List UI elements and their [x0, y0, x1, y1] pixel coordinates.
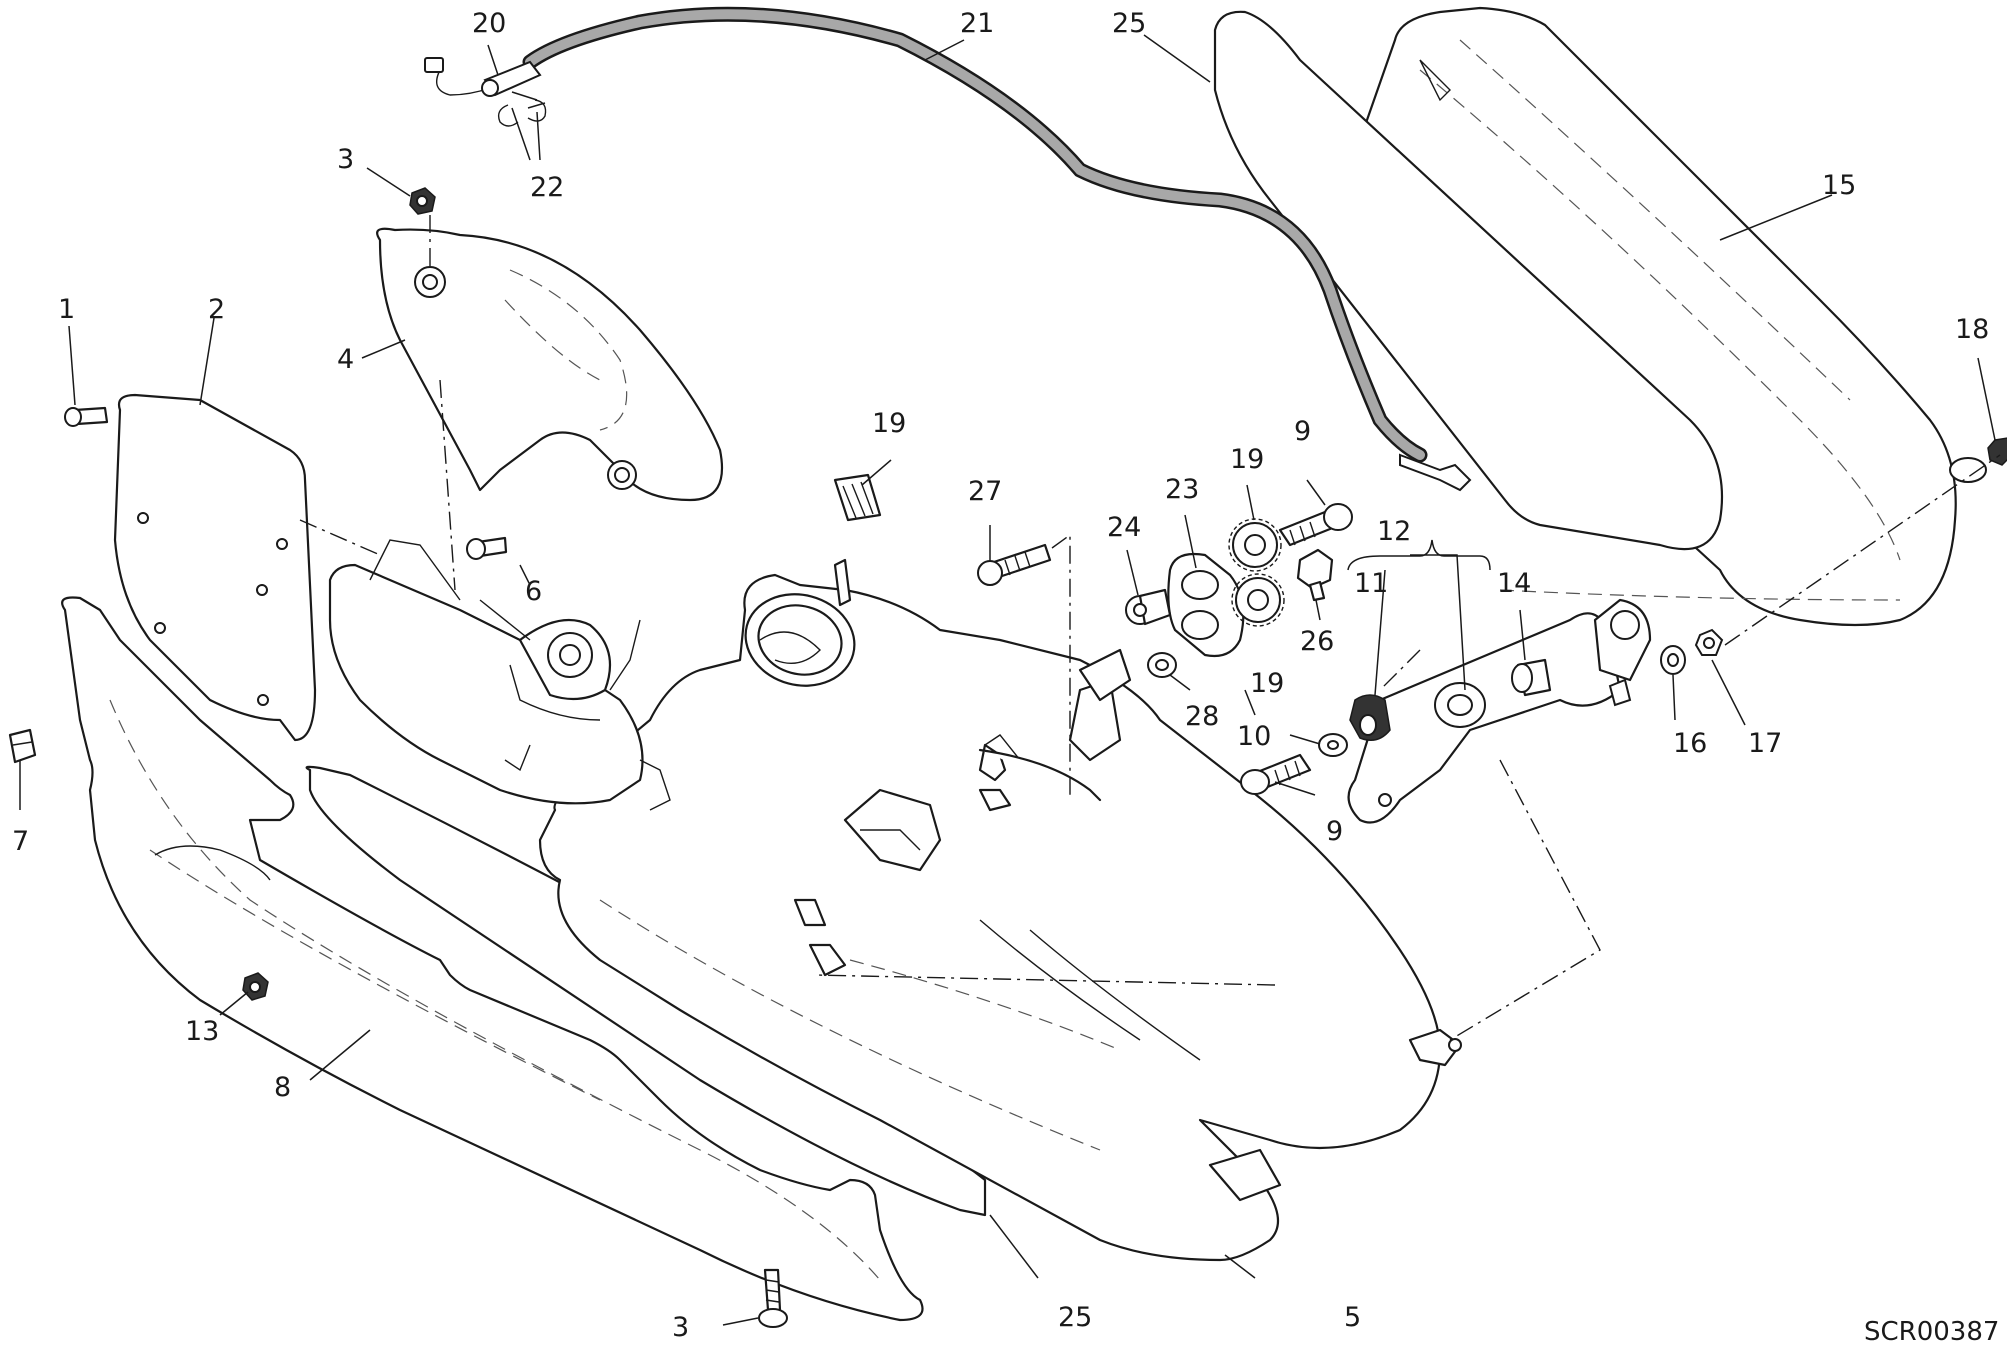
part-17-nut[interactable] [1694, 628, 1724, 656]
callout-19-top: 19 [872, 408, 906, 439]
part-13-nut[interactable] [242, 972, 269, 1001]
part-6-screw[interactable] [466, 536, 508, 560]
callout-22: 22 [530, 172, 564, 203]
callout-5: 5 [1344, 1302, 1361, 1333]
exhaust-pipe-section[interactable] [328, 539, 671, 811]
alignment-lines [299, 215, 2001, 1041]
part-8-lower-heat-guard[interactable] [61, 596, 924, 1322]
part-28-washer[interactable] [1147, 652, 1177, 678]
callout-labels: 1 2 3 4 5 6 7 8 9 9 10 11 12 13 14 15 16… [12, 8, 1999, 1347]
callout-12: 12 [1377, 516, 1411, 547]
part-16-washer[interactable] [1660, 645, 1686, 675]
part-19-damper-lower[interactable] [1231, 573, 1285, 627]
part-18-nut[interactable] [1949, 437, 2007, 483]
callout-15: 15 [1822, 170, 1856, 201]
part-9-bolt-lower[interactable] [1240, 753, 1312, 795]
part-21-cable[interactable] [522, 6, 1472, 492]
callout-20: 20 [472, 8, 506, 39]
callout-3-lower: 3 [672, 1312, 689, 1343]
part-4-heat-shield-upper[interactable] [376, 227, 724, 502]
callout-17: 17 [1748, 728, 1782, 759]
part-3-screw-lower[interactable] [758, 1268, 788, 1328]
part-15-silencer-cover[interactable] [1344, 6, 1957, 627]
callout-19-mid: 19 [1230, 444, 1264, 475]
part-23-double-bracket[interactable] [1167, 552, 1245, 658]
group-brace-12 [1347, 539, 1491, 571]
callout-27: 27 [968, 476, 1002, 507]
part-20-sensor[interactable] [424, 57, 542, 97]
part-22-clips[interactable] [497, 99, 547, 127]
callout-2: 2 [208, 294, 225, 325]
callout-16: 16 [1673, 728, 1707, 759]
part-19-rubber-strip[interactable] [833, 473, 882, 522]
callout-26: 26 [1300, 626, 1334, 657]
part-25-heat-shield-pad-top[interactable] [1213, 10, 1724, 551]
part-9-bolt-upper[interactable] [1278, 503, 1353, 547]
callout-7: 7 [12, 826, 29, 857]
part-7-clip[interactable] [8, 728, 37, 764]
part-11-grommet[interactable] [1349, 694, 1391, 741]
part-10-washer[interactable] [1318, 733, 1348, 757]
part-2-heat-shield-panel[interactable] [113, 393, 317, 742]
callout-4: 4 [337, 344, 354, 375]
callout-13: 13 [185, 1016, 219, 1047]
callout-24: 24 [1107, 512, 1141, 543]
callout-25-top: 25 [1112, 8, 1146, 39]
part-1-screw[interactable] [64, 406, 109, 427]
callout-18: 18 [1955, 314, 1989, 345]
part-27-bolt[interactable] [977, 543, 1052, 586]
callout-8: 8 [274, 1072, 291, 1103]
callout-25-bottom: 25 [1058, 1302, 1092, 1333]
callout-14: 14 [1497, 568, 1531, 599]
callout-19-low: 19 [1250, 668, 1284, 699]
part-24-spacer[interactable] [1125, 588, 1172, 626]
callout-23: 23 [1165, 474, 1199, 505]
part-12-bracket[interactable] [1347, 598, 1652, 824]
part-26-plug[interactable] [1296, 548, 1334, 602]
callout-6: 6 [525, 576, 542, 607]
callout-21: 21 [960, 8, 994, 39]
callout-1: 1 [58, 294, 75, 325]
part-19-damper-upper[interactable] [1228, 518, 1282, 572]
part-3-nut-upper[interactable] [409, 187, 436, 215]
callout-10: 10 [1237, 721, 1271, 752]
callout-28: 28 [1185, 701, 1219, 732]
callout-3-upper: 3 [337, 144, 354, 175]
callout-9-lower: 9 [1326, 816, 1343, 847]
diagram-code: SCR00387 [1864, 1317, 1999, 1347]
callout-11: 11 [1354, 568, 1388, 599]
callout-9-upper: 9 [1294, 416, 1311, 447]
part-5-silencer[interactable] [538, 558, 1462, 1262]
part-14-spacer[interactable] [1511, 658, 1552, 697]
leader-lines [19, 34, 1996, 1326]
